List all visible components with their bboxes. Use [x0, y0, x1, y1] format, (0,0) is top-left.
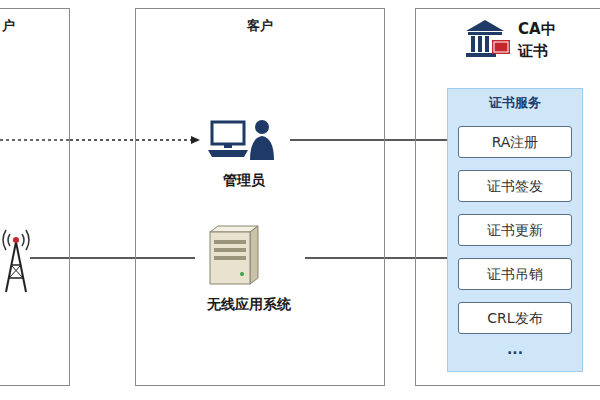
server-icon [210, 226, 258, 284]
dotted-stub [0, 139, 70, 141]
service-box: 证书吊销 [458, 258, 572, 290]
app-system-node: 无线应用系统 [195, 228, 305, 318]
panel-title: 户 [2, 17, 15, 35]
service-label: RA注册 [492, 133, 539, 151]
node-label: 管理员 [223, 171, 265, 189]
admin-node: 管理员 [200, 115, 290, 195]
panel-title: 客户 [247, 17, 273, 35]
antenna-wire [30, 257, 70, 259]
service-label: 证书签发 [487, 177, 543, 195]
service-box: 证书更新 [458, 214, 572, 246]
antenna-icon [3, 230, 29, 292]
service-box: 证书签发 [458, 170, 572, 202]
node-label: 证书服务 [489, 94, 541, 112]
node-label: 无线应用系统 [207, 295, 291, 313]
user-panel: 户 [0, 8, 70, 386]
service-label: 证书更新 [487, 221, 543, 239]
panel-title: 证书 [518, 41, 548, 61]
connector [290, 140, 447, 141]
ca-logo [466, 20, 510, 57]
service-box: RA注册 [458, 126, 572, 158]
panel-title: CA中 [518, 19, 556, 39]
connector [305, 258, 447, 259]
service-band: 证书服务 RA注册证书签发证书更新证书吊销 CRL发布... [447, 88, 583, 372]
service-label: 证书吊销 [487, 265, 543, 283]
ca-panel: CA中证书证书服务 RA注册证书签发证书更新证书吊销 CRL发布... [415, 8, 600, 386]
ellipsis-label: ... [507, 341, 523, 357]
connector [70, 258, 195, 259]
client-panel: 客户管理员无线应用系统 [135, 8, 385, 386]
service-label: CRL发布 [487, 309, 542, 327]
admin-icon [208, 120, 274, 160]
service-box: CRL发布 [458, 302, 572, 334]
